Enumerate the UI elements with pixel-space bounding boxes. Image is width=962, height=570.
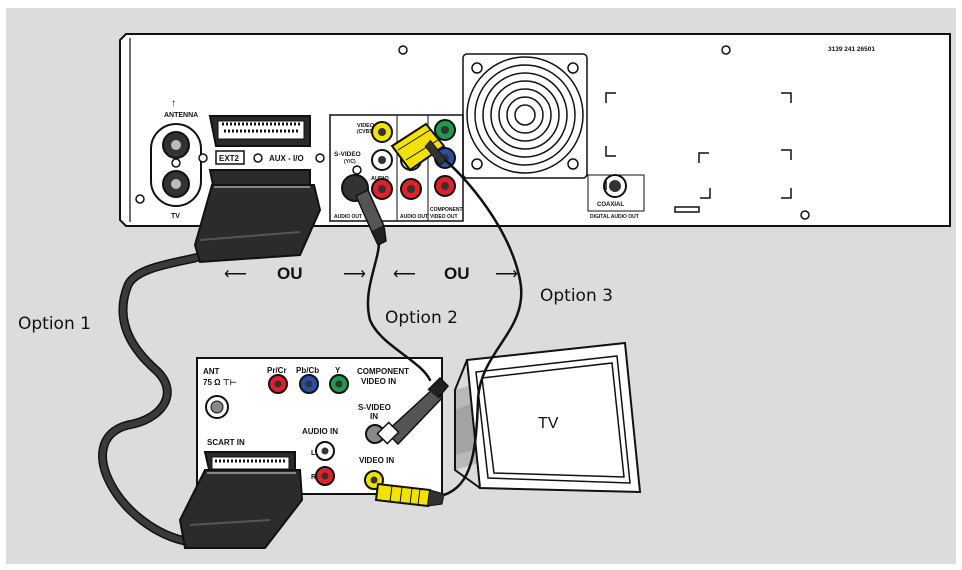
audio-left-label: L xyxy=(311,450,316,457)
right-arrow-icon-2: ⟶ xyxy=(495,266,518,283)
tv-label: TV xyxy=(171,213,180,220)
av-output-block: VIDEO (CVBS) S-VIDEO (Y/C) AUDIO AUDIO O… xyxy=(329,114,464,222)
left-arrow-icon-1: ⟵ xyxy=(224,266,247,283)
or-separators: ⟵ OU ⟶ ⟵ OU ⟶ xyxy=(224,264,518,283)
cables xyxy=(98,150,523,547)
antenna-arrow-icon: ↑ xyxy=(171,98,176,109)
audio-right-label: R xyxy=(311,474,316,481)
svideo-cable xyxy=(366,238,432,382)
tv-screen-label: TV xyxy=(538,415,559,432)
ant-sub-label: 75 Ω ⊤⊢ xyxy=(203,377,237,387)
scart-plug-tv xyxy=(178,469,304,549)
coaxial-label: COAXIAL xyxy=(597,202,624,208)
pb-label: Pb/Cb xyxy=(296,366,319,375)
video-cable xyxy=(434,150,523,499)
or-label-1: OU xyxy=(277,264,303,283)
digital-audio-out-label: DIGITAL AUDIO OUT xyxy=(590,214,639,220)
video-plug-tv xyxy=(374,482,445,508)
antenna-label: ANTENNA xyxy=(164,112,198,119)
coaxial-block: COAXIAL DIGITAL AUDIO OUT xyxy=(587,174,645,220)
scart-cable xyxy=(99,243,230,545)
scart-plug-recorder xyxy=(193,184,322,264)
aux-io-label: AUX - I/O xyxy=(269,154,304,163)
video-label: VIDEO xyxy=(357,123,375,129)
ext2-label: EXT2 xyxy=(219,154,240,163)
audio-out-label-2: AUDIO OUT xyxy=(400,214,428,220)
pr-label: Pr/Cr xyxy=(267,366,287,375)
right-arrow-icon-1: ⟶ xyxy=(343,266,366,283)
or-label-2: OU xyxy=(444,264,470,283)
scart-in-label: SCART IN xyxy=(207,438,245,447)
svideo-label: S-VIDEO xyxy=(334,151,361,158)
tv-monitor: TV xyxy=(454,341,642,494)
ant-label: ANT xyxy=(203,367,220,376)
y-label: Y xyxy=(335,366,341,375)
tv-component-label-1: COMPONENT xyxy=(357,367,409,376)
video-in-label: VIDEO IN xyxy=(359,456,394,465)
tv-component-label-2: VIDEO IN xyxy=(361,377,396,386)
antenna-block: ANTENNA ↑ TV xyxy=(150,98,202,220)
fan-grille xyxy=(462,53,588,179)
panel-corner-marks xyxy=(605,92,792,213)
tv-svideo-label-2: IN xyxy=(370,412,378,421)
svideo-sub-label: (Y/C) xyxy=(344,159,356,165)
component-out-label-1: COMPONENT xyxy=(430,207,463,213)
audio-in-label: AUDIO IN xyxy=(302,427,338,436)
option-labels: Option 1 Option 2 Option 3 xyxy=(18,286,613,334)
left-arrow-icon-2: ⟵ xyxy=(393,266,416,283)
option-1-label: Option 1 xyxy=(18,314,91,334)
model-code: 3139 241 26501 xyxy=(828,46,875,53)
tv-svideo-label-1: S-VIDEO xyxy=(358,403,391,412)
component-out-label-2: VIDEO OUT xyxy=(430,214,458,220)
video-plug-recorder xyxy=(390,122,447,172)
video-sub-label: (CVBS) xyxy=(357,129,375,135)
option-3-label: Option 3 xyxy=(540,286,613,306)
svideo-plug-recorder xyxy=(341,174,387,247)
svideo-plug-tv xyxy=(376,376,450,446)
option-2-label: Option 2 xyxy=(385,308,458,328)
audio-out-label-1: AUDIO OUT xyxy=(334,214,362,220)
tv-set: TV ANT 75 Ω ⊤⊢ Pr/Cr Pb/Cb Y COMPONENT V… xyxy=(196,341,642,495)
recorder-rear-panel: 3139 241 26501 ANTENNA ↑ TV EXT2 AUX - I… xyxy=(119,33,951,227)
